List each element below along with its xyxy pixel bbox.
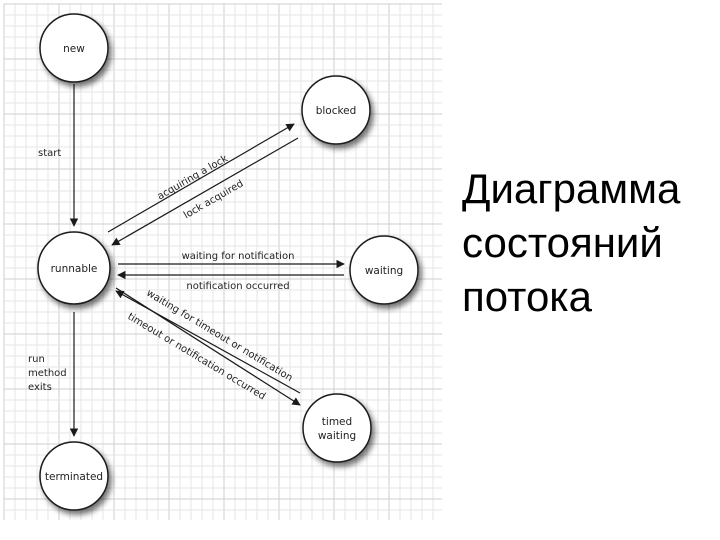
- state-timed-waiting: timed waiting: [302, 393, 372, 463]
- state-terminated: terminated: [39, 441, 109, 511]
- state-timed-waiting-label-1: timed: [322, 416, 352, 428]
- edge-blocked-to-runnable: [111, 137, 299, 246]
- diagram-svg: new blocked runnable waiting timed waiti…: [3, 3, 442, 520]
- state-terminated-circle: [39, 441, 109, 511]
- state-timed-waiting-label-2: waiting: [318, 430, 356, 442]
- edge-label-exits: exits: [28, 382, 52, 393]
- edge-timed-waiting-to-runnable: [115, 290, 301, 394]
- edge-label-waiting-for-notification: waiting for notification: [182, 251, 295, 262]
- state-new: new: [39, 13, 109, 83]
- state-terminated-label: terminated: [45, 471, 103, 483]
- state-runnable-circle: [37, 231, 111, 305]
- edge-runnable-to-blocked: [107, 123, 295, 233]
- edges: [69, 84, 345, 437]
- state-runnable: runnable: [37, 231, 111, 305]
- state-new-circle: [39, 13, 109, 83]
- state-waiting-label: waiting: [365, 265, 403, 277]
- state-diagram: new blocked runnable waiting timed waiti…: [3, 3, 442, 520]
- edge-label-start: start: [38, 148, 61, 159]
- state-blocked-circle: [301, 75, 371, 145]
- state-blocked-label: blocked: [316, 105, 357, 117]
- state-timed-waiting-circle: [302, 393, 372, 463]
- state-waiting-circle: [349, 235, 419, 305]
- slide-title: Диаграмма состояний потока: [462, 165, 681, 320]
- edge-label-notification-occurred: notification occurred: [186, 281, 289, 292]
- edge-label-run: run: [28, 354, 45, 365]
- state-waiting: waiting: [349, 235, 419, 305]
- state-blocked: blocked: [301, 75, 371, 145]
- state-new-label: new: [63, 43, 85, 55]
- edge-label-method: method: [28, 368, 67, 379]
- state-runnable-label: runnable: [51, 263, 98, 275]
- edge-runnable-to-timed-waiting: [115, 287, 301, 406]
